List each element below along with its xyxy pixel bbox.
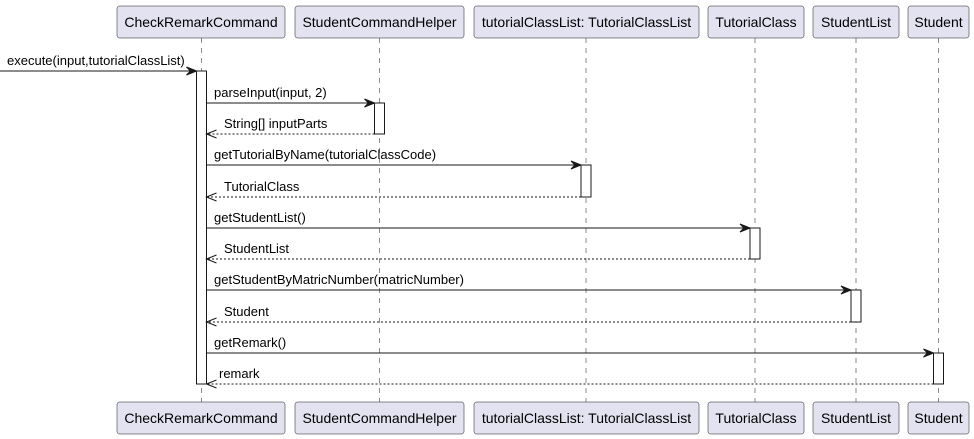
activation-bar-0: [196, 70, 207, 385]
participant-label: TutorialClass: [715, 14, 796, 30]
return-message-4: TutorialClass: [205, 179, 581, 202]
participant-label: CheckRemarkCommand: [124, 410, 277, 426]
participant-box: [907, 5, 970, 39]
participant-box: [812, 5, 900, 39]
arrow-head: [186, 66, 198, 76]
participant-top-5[interactable]: Student: [907, 5, 970, 39]
participant-bottom-1[interactable]: StudentCommandHelper: [294, 401, 465, 435]
message-label: Student: [224, 304, 269, 319]
return-message-6: StudentList: [205, 241, 750, 264]
participant-label: tutorialClassList: TutorialClassList: [482, 14, 691, 30]
participant-box: [707, 401, 805, 435]
participant-bottom-2[interactable]: tutorialClassList: TutorialClassList: [473, 401, 700, 435]
participant-label: StudentCommandHelper: [302, 14, 456, 30]
activation-bar-2: [580, 164, 592, 198]
participant-top-3[interactable]: TutorialClass: [707, 5, 805, 39]
call-message-7: getStudentByMatricNumber(matricNumber): [206, 272, 853, 295]
participant-box: [907, 401, 970, 435]
arrow-head: [205, 192, 217, 202]
participant-label: StudentList: [821, 410, 891, 426]
arrow-head: [205, 129, 217, 139]
return-message-2: String[] inputParts: [205, 116, 375, 139]
participant-top-0[interactable]: CheckRemarkCommand: [116, 5, 286, 39]
activation-bars: [196, 70, 944, 385]
arrow-head: [923, 348, 935, 358]
participant-box: [116, 5, 286, 39]
return-message-8: Student: [205, 304, 851, 327]
participant-box: [473, 5, 700, 39]
message-label: TutorialClass: [224, 179, 300, 194]
message-label: remark: [219, 366, 260, 381]
message-label: getRemark(): [214, 335, 286, 350]
participant-box: [294, 5, 465, 39]
arrow-head: [364, 98, 376, 108]
call-message-9: getRemark(): [206, 335, 935, 358]
arrow-head: [739, 223, 752, 233]
participant-bottom-4[interactable]: StudentList: [812, 401, 900, 435]
call-message-1: parseInput(input, 2): [206, 85, 376, 108]
participant-top-4[interactable]: StudentList: [812, 5, 900, 39]
message-label: getStudentByMatricNumber(matricNumber): [214, 272, 464, 287]
activation-bar-5: [933, 352, 944, 385]
arrow-head: [840, 285, 853, 295]
message-label: StudentList: [224, 241, 289, 256]
participant-label: Student: [914, 14, 962, 30]
activation-bar-1: [374, 102, 385, 135]
return-message-10: remark: [205, 366, 934, 389]
call-message-5: getStudentList(): [206, 210, 752, 233]
participant-box: [294, 401, 465, 435]
arrow-head: [205, 379, 217, 389]
call-message-3: getTutorialByName(tutorialClassCode): [206, 147, 583, 170]
participant-box: [116, 401, 286, 435]
participant-bottom-0[interactable]: CheckRemarkCommand: [116, 401, 286, 435]
message-label: String[] inputParts: [224, 116, 328, 131]
participant-bottom-3[interactable]: TutorialClass: [707, 401, 805, 435]
participant-headers: CheckRemarkCommand StudentCommandHelper tu…: [116, 5, 970, 39]
arrow-head: [205, 317, 217, 327]
participant-label: Student: [914, 410, 962, 426]
messages: execute(input,tutorialClassList) parseInp…: [0, 53, 935, 389]
participant-label: tutorialClassList: TutorialClassList: [482, 410, 691, 426]
participant-top-1[interactable]: StudentCommandHelper: [294, 5, 465, 39]
message-label: execute(input,tutorialClassList): [7, 53, 185, 68]
activation-bar-4: [850, 289, 862, 323]
participant-bottom-5[interactable]: Student: [907, 401, 970, 435]
call-message-0: execute(input,tutorialClassList): [0, 53, 198, 76]
participant-label: StudentList: [821, 14, 891, 30]
participant-label: CheckRemarkCommand: [124, 14, 277, 30]
message-label: getStudentList(): [214, 210, 306, 225]
participant-box: [473, 401, 700, 435]
participant-label: StudentCommandHelper: [302, 410, 456, 426]
participant-box: [707, 5, 805, 39]
participant-label: TutorialClass: [715, 410, 796, 426]
arrow-head: [570, 160, 583, 170]
message-label: getTutorialByName(tutorialClassCode): [214, 147, 436, 162]
activation-bar-3: [749, 227, 761, 260]
participant-top-2[interactable]: tutorialClassList: TutorialClassList: [473, 5, 700, 39]
arrow-head: [205, 254, 217, 264]
participant-footers: CheckRemarkCommand StudentCommandHelper tu…: [116, 401, 970, 435]
participant-box: [812, 401, 900, 435]
message-label: parseInput(input, 2): [214, 85, 327, 100]
